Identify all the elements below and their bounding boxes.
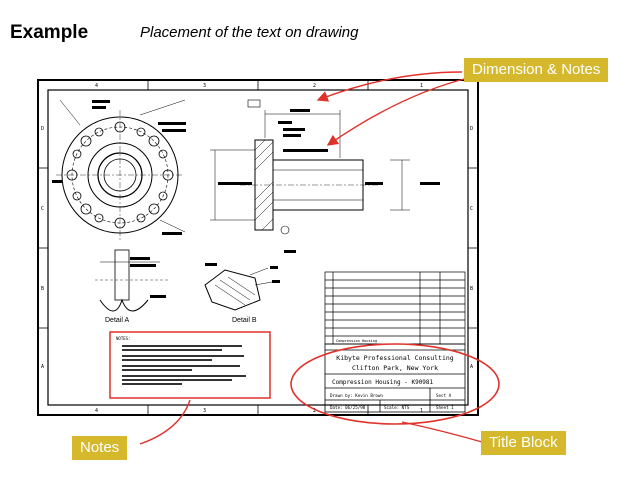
zone-bottom-4: 4 [95,408,98,414]
title-block-connector [401,421,483,443]
detail-b [204,267,273,311]
zone-left-c: C [41,206,44,212]
sheet-outer-border [37,79,479,416]
section-view-dim-tags [218,109,440,253]
zone-left-d: D [41,126,44,132]
detail-b-label: Detail B [232,317,257,324]
title-sect: Sect A [436,393,452,398]
title-drawn-by: Drawn by: Kevin Brown [330,393,383,398]
notes-box: NOTES: [109,331,271,399]
title-part-name: Compression Housing - K90981 [332,379,434,386]
zone-bottom-2: 2 [313,408,316,414]
dimension-arrow-2 [326,77,469,146]
zone-left-b: B [41,286,44,292]
detail-a [95,249,170,312]
zone-left-a: A [41,364,44,370]
title-scale: Scale: NTS [384,405,410,410]
section-view [210,99,410,235]
parts-list-row: Compression Housing [336,339,377,343]
front-view-flange [56,99,186,240]
title-date: Date: 06/25/98 [330,405,366,410]
slide-title: Example [10,22,89,43]
zone-bottom-3: 3 [203,408,206,414]
zone-right-a: A [470,364,473,370]
title-block-callout: Title Block [481,431,566,455]
zone-top-3: 3 [203,83,206,89]
notes-callout: Notes [72,436,128,460]
zone-bottom-1: 1 [420,408,423,414]
title-location: Clifton Park, New York [352,364,438,372]
zone-top-2: 2 [313,83,316,89]
zone-top-4: 4 [95,83,98,89]
title-block-highlight [290,343,500,425]
detail-a-label: Detail A [105,317,129,324]
dimension-arrow-1 [316,71,463,102]
zone-ticks [38,80,478,415]
title-company: Kibyte Professional Consulting [336,354,453,362]
front-view-leader-tags [52,100,186,235]
parts-list [324,271,466,345]
dimension-notes-callout: Dimension & Notes [464,58,609,82]
notes-connector [139,399,191,445]
zone-right-c: C [470,206,473,212]
zone-right-b: B [470,286,473,292]
slide-subtitle: Placement of the text on drawing [140,24,359,41]
notes-heading: NOTES: [116,336,130,341]
zone-right-d: D [470,126,473,132]
zone-top-1: 1 [420,83,423,89]
title-sheet: Sheet 1 [436,405,454,410]
